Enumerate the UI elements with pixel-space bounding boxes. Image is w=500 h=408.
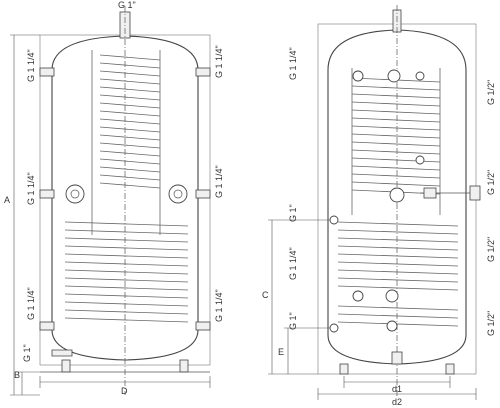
label-left-upper: G 1 1/4" <box>26 49 36 82</box>
front-left-nozzle-upper <box>39 67 55 77</box>
front-right-nozzle-lower <box>195 321 211 331</box>
label-dim-a: A <box>4 195 10 205</box>
label-dim-e: E <box>278 347 284 357</box>
side-port-upper-left <box>352 70 364 82</box>
label-side-low-left: G 1" <box>288 312 298 330</box>
dimension-c <box>268 219 330 374</box>
label-side-sensor-right: G 1/2" <box>486 170 496 195</box>
side-port-coil-center <box>385 289 399 303</box>
dimension-d <box>39 376 211 388</box>
label-top-connection: G 1" <box>118 0 136 10</box>
side-flange-center <box>389 187 405 203</box>
dimension-e <box>268 327 330 375</box>
side-port-mid-left <box>329 215 339 225</box>
dimension-a <box>10 34 40 396</box>
front-right-nozzle-upper <box>195 67 211 77</box>
side-port-sensor-right <box>415 155 425 165</box>
label-side-coil-left: G 1 1/4" <box>288 247 298 280</box>
side-foot-right <box>445 363 455 375</box>
side-port-coil-left <box>352 290 364 302</box>
side-view <box>268 5 481 400</box>
side-port-low-left <box>329 323 339 333</box>
label-dim-c: C <box>262 290 269 300</box>
label-right-mid: G 1 1/4" <box>214 165 224 198</box>
label-left-lower: G 1 1/4" <box>26 287 36 320</box>
label-side-upper-left: G 1 1/4" <box>288 47 298 80</box>
front-view <box>10 6 211 396</box>
label-right-upper: G 1 1/4" <box>214 45 224 78</box>
side-foot-left <box>339 363 349 375</box>
dimension-d2 <box>317 388 477 400</box>
front-right-nozzle-mid <box>195 189 211 199</box>
front-flange-left <box>65 184 85 204</box>
label-dim-d1: d1 <box>392 384 402 394</box>
side-port-upper-center <box>387 69 401 83</box>
label-right-lower: G 1 1/4" <box>214 289 224 322</box>
label-side-mid-left: G 1" <box>288 204 298 222</box>
label-dim-d: D <box>121 386 128 396</box>
dimension-b <box>18 371 40 395</box>
label-left-mid: G 1 1/4" <box>26 172 36 205</box>
label-dim-b: B <box>14 370 20 380</box>
label-dim-d2: d2 <box>392 397 402 407</box>
front-left-nozzle-mid <box>39 189 55 199</box>
front-bottom-drain <box>51 349 73 357</box>
label-left-bottom: G 1" <box>22 344 32 362</box>
front-foot-right <box>179 359 189 373</box>
side-heater-assembly <box>420 185 481 201</box>
side-lower-coil <box>337 221 459 327</box>
front-foot-left <box>61 359 71 373</box>
front-lower-coil <box>64 221 189 323</box>
label-side-low-right: G 1/2" <box>486 311 496 336</box>
dimension-d1 <box>343 376 451 388</box>
label-side-upper-right: G 1/2" <box>486 80 496 105</box>
front-upper-coil <box>91 50 161 235</box>
side-port-upper-right <box>415 71 425 81</box>
side-bottom-drain <box>391 351 403 365</box>
front-left-nozzle-lower <box>39 321 55 331</box>
front-flange-right <box>168 184 188 204</box>
label-side-coil-right: G 1/2" <box>486 237 496 262</box>
side-port-low-center <box>386 320 398 332</box>
